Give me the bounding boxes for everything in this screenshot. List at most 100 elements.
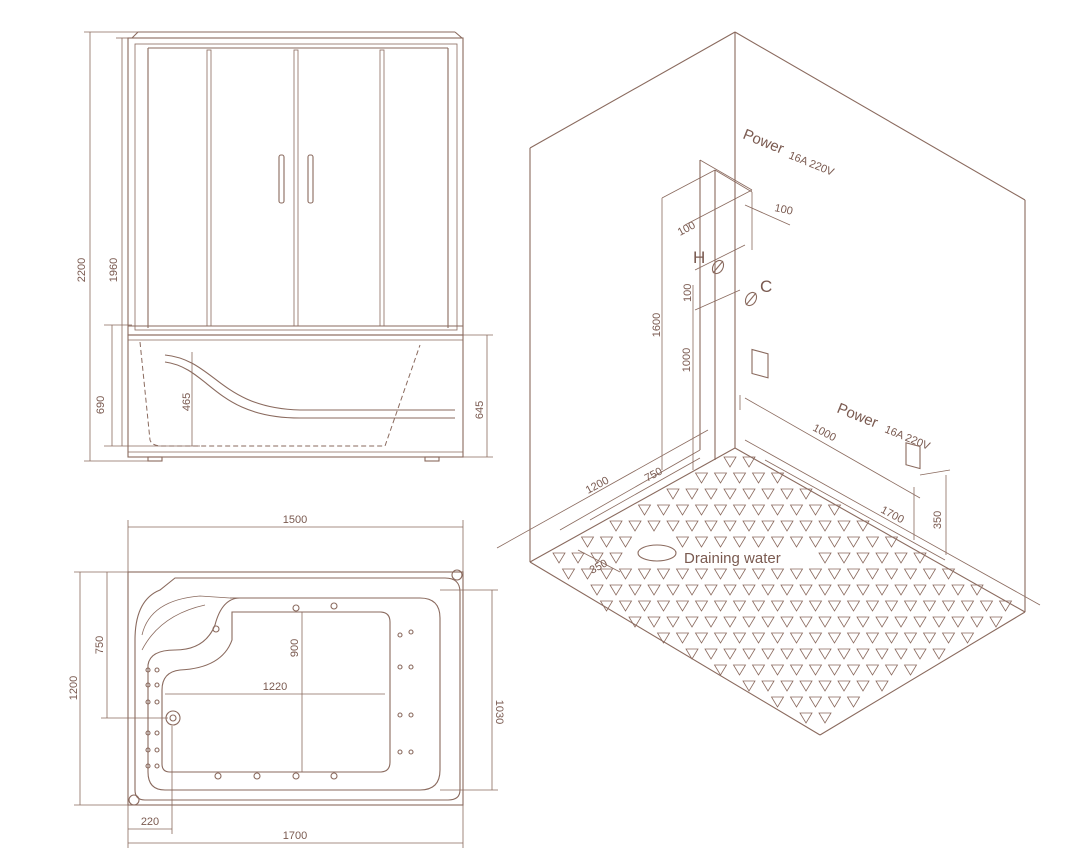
floor-tile-triangle	[723, 616, 737, 628]
floor-tile-triangle	[846, 568, 861, 580]
floor-tile-triangle	[913, 616, 927, 628]
dim-1700-room: 1700	[879, 504, 906, 526]
floor-tile-triangle	[827, 536, 842, 548]
floor-tile-triangle	[713, 568, 728, 580]
floor-tile-triangle	[675, 632, 690, 644]
floor-tile-triangle	[846, 600, 861, 612]
dim-1200: 1200	[68, 676, 80, 700]
floor-tile-triangle	[732, 600, 747, 612]
drain	[165, 710, 181, 726]
floor-tile-triangle	[656, 568, 671, 580]
floor-tile-triangle	[742, 488, 756, 500]
floor-tile-triangle	[894, 584, 908, 596]
floor-tile-triangle	[799, 712, 813, 724]
floor-tile-triangle	[656, 632, 671, 644]
dim-750: 750	[94, 636, 106, 654]
floor-tile-triangle	[989, 616, 1003, 628]
draining-water-label: Draining water	[684, 550, 781, 567]
jets	[145, 602, 414, 780]
floor-tile-triangle	[780, 616, 794, 628]
floor-tile-triangle	[647, 616, 661, 628]
floor-tile-triangle	[789, 664, 804, 676]
floor-tile-triangle	[875, 584, 889, 596]
floor-tile-triangle	[884, 632, 899, 644]
floor-tile-triangle	[856, 520, 870, 532]
floor-tile-triangle	[827, 696, 842, 708]
floor-tile-triangle	[732, 568, 747, 580]
floor-tile-triangle	[694, 536, 709, 548]
door-handle-right	[307, 154, 314, 204]
floor-tile-triangle	[713, 664, 728, 676]
floor-tile-triangle	[827, 664, 842, 676]
floor-tile-triangle	[884, 568, 899, 580]
door-handle-left	[278, 154, 285, 204]
floor-tile-triangle	[761, 584, 775, 596]
dim-1600: 1600	[651, 313, 663, 337]
floor-tile-triangle	[675, 568, 690, 580]
dim-220: 220	[141, 816, 159, 828]
floor-tile-triangle	[951, 616, 965, 628]
floor-tile-triangle	[998, 600, 1013, 612]
floor-tile-triangle	[837, 680, 851, 692]
floor-tile-triangle	[970, 616, 984, 628]
floor-tile-triangle	[837, 520, 851, 532]
floor-tile-triangle	[856, 616, 870, 628]
floor-tile-triangle	[751, 632, 766, 644]
floor-tile-triangle	[761, 488, 775, 500]
floor-tile-triangle	[742, 520, 756, 532]
floor-tile-triangle	[827, 568, 842, 580]
power-bottom-word: Power	[835, 400, 881, 432]
floor-tile-triangle	[846, 696, 861, 708]
cabin-frame	[127, 37, 464, 336]
floor-tile-triangle	[590, 584, 604, 596]
tub-base	[127, 334, 464, 458]
floor-tile-triangle	[694, 504, 709, 516]
floor-tile-triangle	[894, 648, 908, 660]
floor-tile-triangle	[666, 616, 680, 628]
floor-tile-triangle	[742, 584, 756, 596]
floor-tile-triangle	[704, 584, 718, 596]
floor-tile-triangle	[884, 664, 899, 676]
floor-tile-triangle	[808, 696, 823, 708]
floor-tile-triangle	[628, 616, 642, 628]
tub-outline	[127, 571, 464, 806]
floor-tile-triangle	[856, 584, 870, 596]
floor-tile-triangle	[675, 536, 690, 548]
floor-tile-triangle	[713, 632, 728, 644]
dim-2200: 2200	[76, 258, 88, 282]
floor-tile-triangle	[913, 584, 927, 596]
floor-tile-triangle	[694, 568, 709, 580]
floor-tile-triangle	[618, 536, 633, 548]
floor-tile-triangle	[932, 648, 946, 660]
floor-tile-triangle	[808, 664, 823, 676]
floor-tile-triangle	[770, 664, 785, 676]
floor-tile-triangle	[599, 568, 614, 580]
floor-tile-triangle	[609, 584, 623, 596]
floor-tile-triangle	[922, 600, 937, 612]
floor-tile-triangle	[599, 536, 614, 548]
floor-tile-triangle	[571, 552, 585, 564]
floor-tile-triangle	[837, 616, 851, 628]
floor-tile-triangle	[761, 616, 775, 628]
floor-tile-triangle	[789, 568, 804, 580]
floor-tile-triangle	[808, 632, 823, 644]
dim-690: 690	[95, 396, 107, 414]
floor-tile-triangle	[894, 552, 908, 564]
floor-tile-triangle	[580, 568, 595, 580]
dim-1000-v: 1000	[681, 348, 693, 372]
floor-tile-triangle	[618, 600, 633, 612]
floor-tile-triangle	[941, 632, 956, 644]
floor-tile-triangle	[884, 536, 899, 548]
floor-tile-triangle	[780, 520, 794, 532]
floor-tile-triangle	[846, 536, 861, 548]
floor-tile-triangle	[713, 504, 728, 516]
floor-tile-triangle	[837, 552, 851, 564]
floor-tile-triangle	[723, 520, 737, 532]
floor-tile-triangle	[694, 600, 709, 612]
floor-tile-triangle	[751, 536, 766, 548]
floor-tile-triangle	[770, 632, 785, 644]
floor-tile-triangle	[846, 664, 861, 676]
floor-tile-triangle	[780, 648, 794, 660]
dim-1960: 1960	[108, 258, 120, 282]
